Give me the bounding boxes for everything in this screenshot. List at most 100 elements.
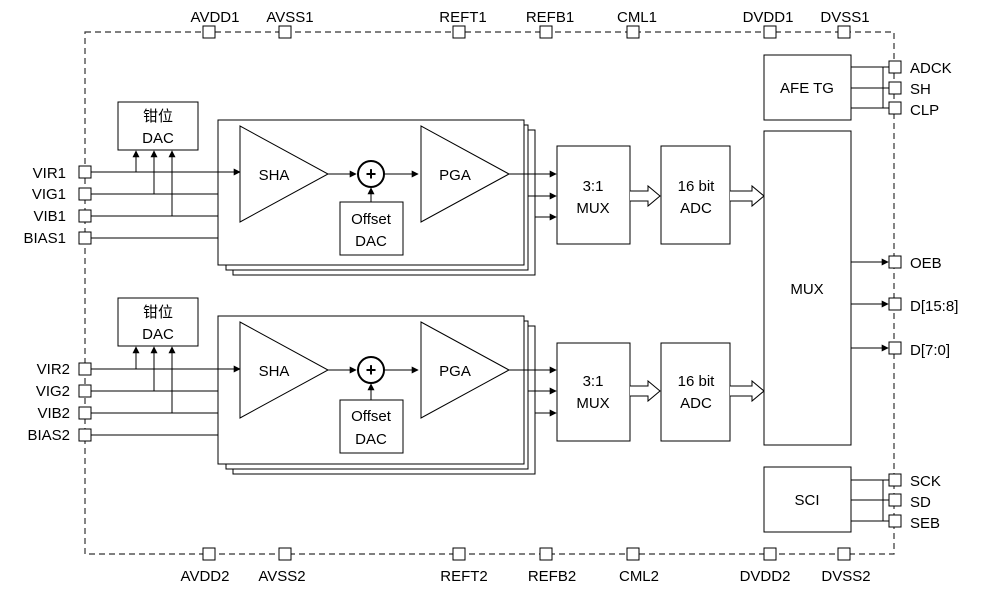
pga-to-mux-lines-1 [509, 170, 557, 221]
pin-avdd2: AVDD2 [181, 547, 230, 585]
pin-label-avdd2: AVDD2 [181, 568, 230, 585]
top-pins: AVDD1 AVSS1 REFT1 REFB1 CML1 DVDD1 DVSS1 [191, 9, 870, 39]
sha-2-text: SHA [259, 363, 290, 380]
pin-label-vig1: VIG1 [32, 186, 66, 203]
pin-dvss2: DVSS2 [821, 547, 871, 585]
pin-label-dvdd2: DVDD2 [740, 568, 791, 585]
offset-dac-2 [339, 399, 404, 454]
pin-label-vir2: VIR2 [37, 361, 70, 378]
sha-1-text: SHA [259, 167, 290, 184]
pga-1-text: PGA [439, 167, 471, 184]
pin-avss2: AVSS2 [258, 547, 306, 585]
pin-refb2: REFB2 [528, 547, 576, 585]
mux3-2-label-bottom: MUX [576, 395, 609, 412]
pin-label-sd: SD [910, 494, 931, 511]
pin-avss1: AVSS1 [266, 9, 314, 39]
pin-label-refb2: REFB2 [528, 568, 576, 585]
pin-label-reft2: REFT2 [440, 568, 488, 585]
chip-boundary [84, 31, 895, 555]
pin-label-cml2: CML2 [619, 568, 659, 585]
pin-dvss1: DVSS1 [820, 9, 870, 39]
right-pins-sci: SCK SD SEB [888, 473, 941, 532]
pin-label-avss2: AVSS2 [258, 568, 305, 585]
offset-dac-1 [339, 201, 404, 256]
output-lines [851, 258, 889, 352]
offset-dac-1-label-bottom: DAC [355, 233, 387, 250]
bus-arrow-adc-mux-2 [730, 379, 765, 403]
pga-to-mux-lines-2 [509, 366, 557, 417]
channel-1: 钳位 DAC VIR1 VIG1 VIB1 BIAS1 SHA SHA [23, 101, 765, 276]
pin-label-d15-8: D[15:8] [910, 298, 958, 315]
bottom-pins: AVDD2 AVSS2 REFT2 REFB2 CML2 DVDD2 DVSS2 [181, 547, 871, 585]
pin-dvdd1: DVDD1 [743, 9, 794, 39]
pin-label-dvss1: DVSS1 [820, 9, 869, 26]
mux3-1-label-top: 3:1 [583, 178, 604, 195]
sha-amplifier-1 [239, 125, 330, 223]
channel-2: 钳位 DAC VIR2 VIG2 VIB2 BIAS2 SHA + [27, 297, 765, 475]
clamp-dac-2 [117, 297, 199, 347]
clamp-dac-2-label-top: 钳位 [143, 303, 173, 321]
input-lines-2 [91, 346, 241, 436]
pin-label-vib2: VIB2 [37, 405, 70, 422]
clamp-dac-2-label-bottom: DAC [142, 326, 174, 343]
offset-dac-2-label-top: Offset [351, 408, 392, 425]
pin-cml1: CML1 [617, 9, 657, 39]
pin-label-d7-0: D[7:0] [910, 342, 950, 359]
pin-label-vib1: VIB1 [33, 208, 66, 225]
right-pins-tg: ADCK SH CLP [888, 60, 952, 119]
mux3-1 [556, 145, 631, 245]
afe-tg-connections [851, 66, 889, 109]
pin-dvdd2: DVDD2 [740, 547, 791, 585]
bus-arrow-mux-adc-1 [630, 184, 661, 208]
offset-dac-1-label-top: Offset [351, 211, 392, 228]
pin-label-avss1: AVSS1 [266, 9, 313, 26]
output-mux-label: MUX [790, 281, 823, 298]
pin-label-dvss2: DVSS2 [821, 568, 870, 585]
pin-label-dvdd1: DVDD1 [743, 9, 794, 26]
sci-label: SCI [794, 492, 819, 509]
pin-label-adck: ADCK [910, 60, 952, 77]
sci-connections [851, 479, 889, 522]
output-mux [763, 130, 852, 446]
clamp-dac-1-label-bottom: DAC [142, 130, 174, 147]
pin-label-refb1: REFB1 [526, 9, 574, 26]
right-pins-out: OEB D[15:8] D[7:0] [888, 255, 958, 359]
pin-label-bias1: BIAS1 [23, 230, 66, 247]
clamp-dac-1-label-top: 钳位 [143, 107, 173, 125]
pin-reft1: REFT1 [439, 9, 487, 39]
adc-1 [660, 145, 731, 245]
pin-label-seb: SEB [910, 515, 940, 532]
mux3-2 [556, 342, 631, 442]
pin-label-vig2: VIG2 [36, 383, 70, 400]
pin-label-sck: SCK [910, 473, 941, 490]
pga-amplifier-2 [420, 321, 511, 419]
pin-label-sh: SH [910, 81, 931, 98]
pga-amplifier-1 [420, 125, 511, 223]
adder-1-symbol: + [366, 164, 377, 184]
afe-tg-block [763, 54, 852, 121]
bus-arrow-adc-mux-1 [730, 184, 765, 208]
mux3-2-label-top: 3:1 [583, 373, 604, 390]
pin-reft2: REFT2 [440, 547, 488, 585]
pin-label-cml1: CML1 [617, 9, 657, 26]
pin-cml2: CML2 [619, 547, 659, 585]
adc-2-label-bottom: ADC [680, 395, 712, 412]
bus-arrow-mux-adc-2 [630, 379, 661, 403]
input-lines-1 [91, 150, 241, 239]
adc-2 [660, 342, 731, 442]
offset-dac-2-label-bottom: DAC [355, 431, 387, 448]
pin-label-avdd1: AVDD1 [191, 9, 240, 26]
adc-1-label-top: 16 bit [678, 178, 716, 195]
sci-block [763, 466, 852, 533]
pin-avdd1: AVDD1 [191, 9, 240, 39]
pin-refb1: REFB1 [526, 9, 574, 39]
adc-2-label-top: 16 bit [678, 373, 716, 390]
input-pins-1: VIR1 VIG1 VIB1 BIAS1 [23, 165, 92, 247]
pin-label-clp: CLP [910, 102, 939, 119]
sha-amplifier-2 [239, 321, 330, 419]
input-pins-2: VIR2 VIG2 VIB2 BIAS2 [27, 361, 92, 444]
adder-2-symbol: + [366, 360, 377, 380]
afe-tg-label: AFE TG [780, 80, 834, 97]
clamp-dac-1 [117, 101, 199, 151]
